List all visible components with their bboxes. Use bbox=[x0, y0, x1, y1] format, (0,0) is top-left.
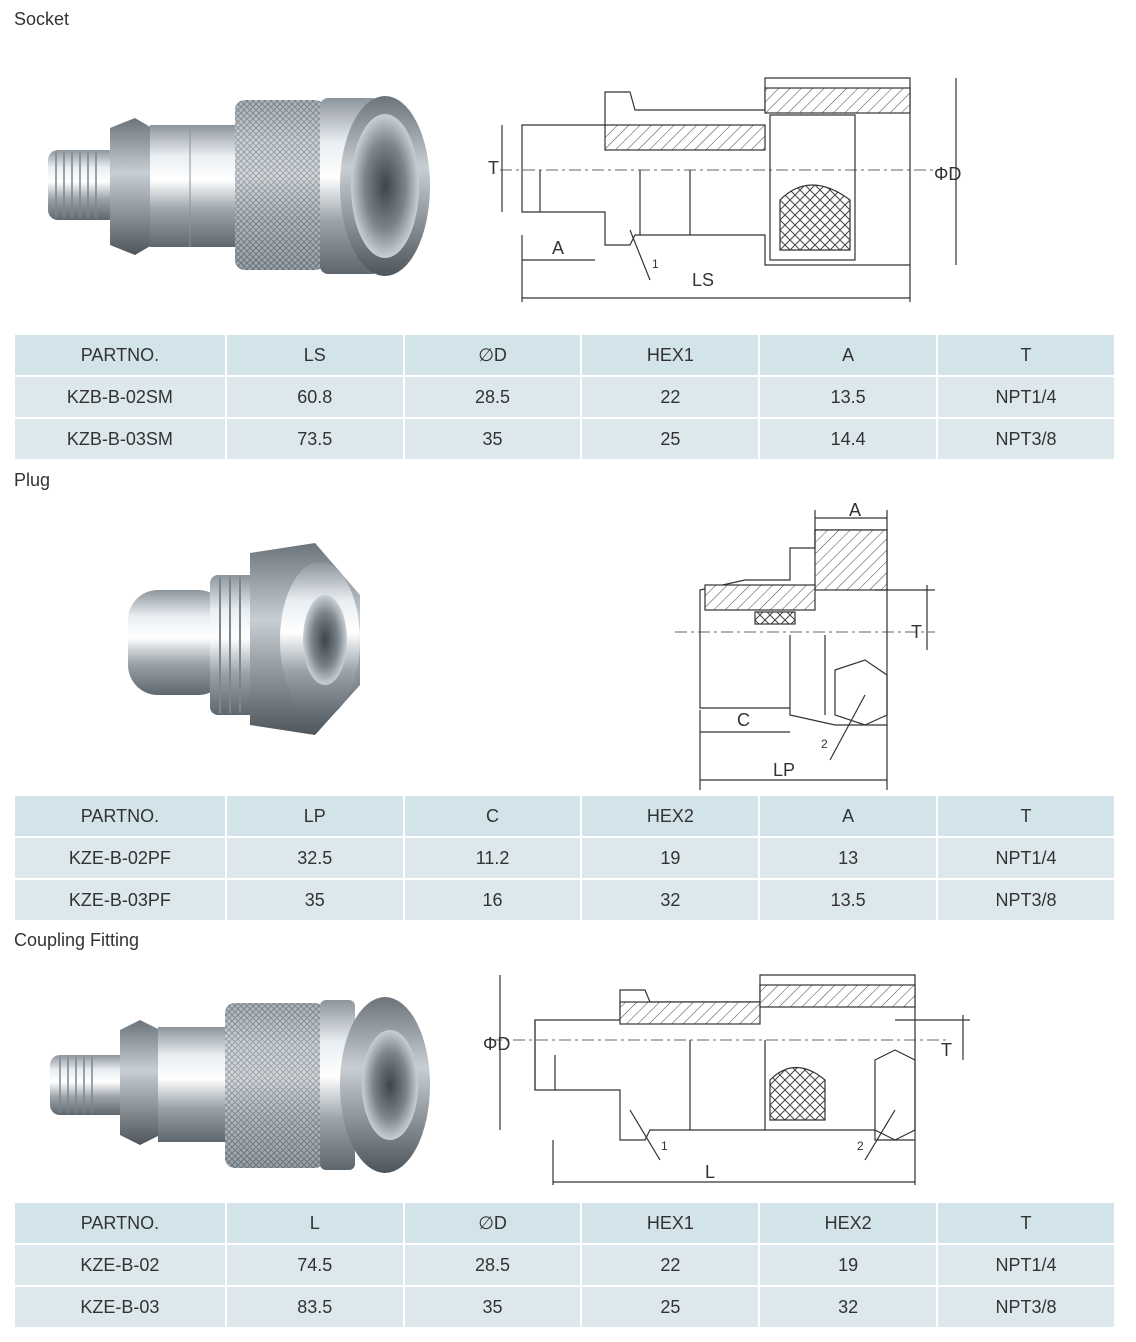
coupling-fitting-spec-table: PARTNO. L ∅D HEX1 HEX2 T KZE-B-02 74.5 2… bbox=[13, 1203, 1116, 1329]
header-cell: ∅D bbox=[404, 1203, 581, 1245]
header-cell: T bbox=[938, 1203, 1114, 1245]
table-row: KZE-B-02PF 32.5 11.2 19 13 NPT1/4 bbox=[15, 838, 1114, 880]
coupling-hex2-note: 2 bbox=[857, 1139, 864, 1153]
table-cell: NPT3/8 bbox=[938, 419, 1114, 461]
plug-dim-lp: LP bbox=[773, 760, 795, 780]
table-cell: KZB-B-03SM bbox=[15, 419, 225, 461]
socket-dim-d: ΦD bbox=[934, 164, 961, 184]
header-cell: T bbox=[938, 796, 1114, 838]
table-cell: 19 bbox=[582, 838, 759, 880]
table-cell: KZE-B-03PF bbox=[15, 880, 225, 922]
table-cell: 32.5 bbox=[226, 838, 403, 880]
plug-spec-table: PARTNO. LP C HEX2 A T KZE-B-02PF 32.5 11… bbox=[13, 796, 1116, 922]
coupling-dim-d: ΦD bbox=[483, 1034, 510, 1054]
table-cell: 22 bbox=[582, 1245, 759, 1287]
table-cell: NPT1/4 bbox=[938, 377, 1114, 419]
table-cell: 13 bbox=[760, 838, 937, 880]
table-cell: 11.2 bbox=[404, 838, 581, 880]
table-cell: NPT3/8 bbox=[938, 880, 1114, 922]
table-row: KZE-B-02 74.5 28.5 22 19 NPT1/4 bbox=[15, 1245, 1114, 1287]
coupling-hex1-note: 1 bbox=[661, 1139, 668, 1153]
plug-dim-c: C bbox=[737, 710, 750, 730]
coupling-dim-l: L bbox=[705, 1162, 715, 1182]
table-cell: KZE-B-02 bbox=[15, 1245, 225, 1287]
header-cell: ∅D bbox=[404, 335, 581, 377]
header-cell: HEX1 bbox=[582, 1203, 759, 1245]
table-cell: 35 bbox=[226, 880, 403, 922]
section-title-coupling-fitting: Coupling Fitting bbox=[14, 930, 140, 950]
socket-dim-ls: LS bbox=[692, 270, 714, 290]
table-cell: KZE-B-02PF bbox=[15, 838, 225, 880]
coupling-cross-section-drawing: ΦD T L 1 2 bbox=[483, 974, 970, 1185]
header-cell: PARTNO. bbox=[15, 796, 225, 838]
table-row: KZE-B-03 83.5 35 25 32 NPT3/8 bbox=[15, 1287, 1114, 1329]
plug-hex-note: 2 bbox=[821, 737, 828, 751]
coupling-dim-t: T bbox=[941, 1040, 952, 1060]
table-cell: 35 bbox=[404, 419, 581, 461]
header-cell: LS bbox=[226, 335, 403, 377]
header-cell: A bbox=[760, 335, 937, 377]
table-cell: 83.5 bbox=[226, 1287, 403, 1329]
table-cell: 14.4 bbox=[760, 419, 937, 461]
socket-dim-t: T bbox=[488, 158, 499, 178]
table-cell: 32 bbox=[760, 1287, 937, 1329]
header-cell: LP bbox=[226, 796, 403, 838]
plug-dim-a: A bbox=[849, 500, 861, 520]
header-cell: HEX2 bbox=[582, 796, 759, 838]
table-cell: 25 bbox=[582, 419, 759, 461]
table-cell: 32 bbox=[582, 880, 759, 922]
table-row: KZB-B-02SM 60.8 28.5 22 13.5 NPT1/4 bbox=[15, 377, 1114, 419]
table-cell: KZE-B-03 bbox=[15, 1287, 225, 1329]
table-cell: 60.8 bbox=[226, 377, 403, 419]
table-cell: 19 bbox=[760, 1245, 937, 1287]
socket-cross-section-drawing: T A LS ΦD 1 bbox=[488, 77, 961, 302]
table-cell: 28.5 bbox=[404, 1245, 581, 1287]
header-cell: PARTNO. bbox=[15, 1203, 225, 1245]
plug-dim-t: T bbox=[911, 622, 922, 642]
header-cell: C bbox=[404, 796, 581, 838]
table-header-row: PARTNO. LP C HEX2 A T bbox=[15, 796, 1114, 838]
table-cell: KZB-B-02SM bbox=[15, 377, 225, 419]
socket-hex-note: 1 bbox=[652, 257, 659, 271]
table-cell: 74.5 bbox=[226, 1245, 403, 1287]
table-cell: NPT1/4 bbox=[938, 1245, 1114, 1287]
table-cell: 16 bbox=[404, 880, 581, 922]
header-cell: A bbox=[760, 796, 937, 838]
table-cell: 28.5 bbox=[404, 377, 581, 419]
table-cell: 25 bbox=[582, 1287, 759, 1329]
socket-spec-table: PARTNO. LS ∅D HEX1 A T KZB-B-02SM 60.8 2… bbox=[13, 335, 1116, 461]
table-row: KZB-B-03SM 73.5 35 25 14.4 NPT3/8 bbox=[15, 419, 1114, 461]
table-cell: 73.5 bbox=[226, 419, 403, 461]
plug-cross-section-drawing: A T C LP 2 bbox=[675, 500, 935, 790]
table-cell: 35 bbox=[404, 1287, 581, 1329]
table-cell: NPT1/4 bbox=[938, 838, 1114, 880]
section-title-plug: Plug bbox=[14, 470, 51, 490]
table-row: KZE-B-03PF 35 16 32 13.5 NPT3/8 bbox=[15, 880, 1114, 922]
socket-coupler-photo bbox=[48, 96, 430, 276]
table-header-row: PARTNO. L ∅D HEX1 HEX2 T bbox=[15, 1203, 1114, 1245]
header-cell: HEX2 bbox=[760, 1203, 937, 1245]
plug-photo bbox=[128, 543, 360, 735]
table-cell: 13.5 bbox=[760, 377, 937, 419]
table-cell: 13.5 bbox=[760, 880, 937, 922]
section-title-socket: Socket bbox=[14, 9, 70, 29]
coupling-fitting-photo bbox=[50, 997, 430, 1173]
header-cell: T bbox=[938, 335, 1114, 377]
table-cell: NPT3/8 bbox=[938, 1287, 1114, 1329]
header-cell: HEX1 bbox=[582, 335, 759, 377]
header-cell: PARTNO. bbox=[15, 335, 225, 377]
header-cell: L bbox=[226, 1203, 403, 1245]
table-cell: 22 bbox=[582, 377, 759, 419]
socket-dim-a: A bbox=[552, 238, 564, 258]
table-header-row: PARTNO. LS ∅D HEX1 A T bbox=[15, 335, 1114, 377]
